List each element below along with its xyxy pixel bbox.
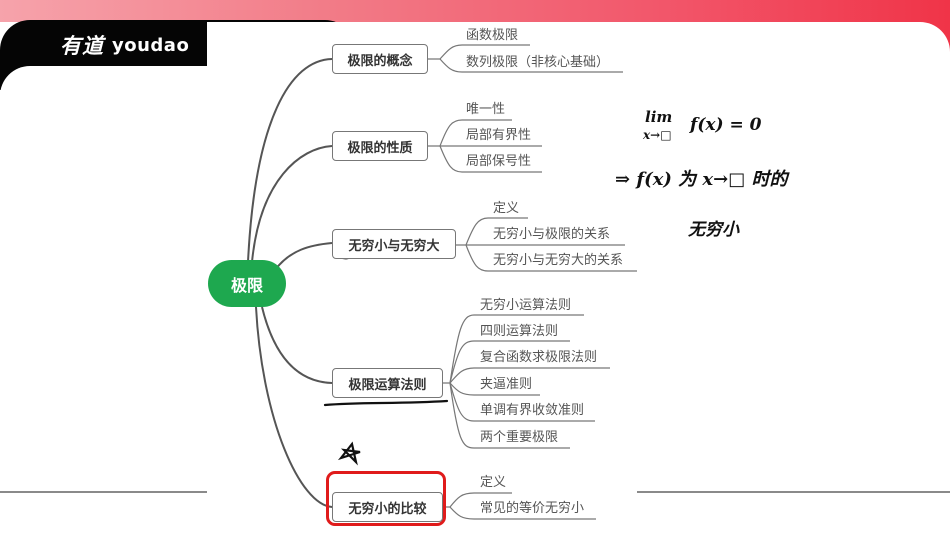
handwritten-lim: lim [645, 108, 673, 126]
leaf-item[interactable]: 局部保号性 [466, 154, 532, 169]
leaf-item[interactable]: 复合函数求极限法则 [480, 350, 598, 365]
leaf-item[interactable]: 无穷小运算法则 [480, 298, 572, 313]
handwritten-implication: ⇒ f(x) 为 x→□ 时的 [615, 169, 788, 190]
red-highlight-box [326, 471, 446, 526]
leaf-item[interactable]: 单调有界收敛准则 [480, 403, 585, 418]
leaf-item[interactable]: 两个重要极限 [480, 430, 559, 445]
leaf-item[interactable]: 无穷小与极限的关系 [493, 227, 611, 242]
handwritten-infinitesimal: 无穷小 [688, 220, 739, 240]
logo-tab-curve [0, 66, 210, 106]
handwritten-limit-expr: f(x) = 0 [690, 115, 762, 135]
leaf-item[interactable]: 定义 [493, 201, 520, 216]
youdao-logo: 有道 youdao [60, 30, 209, 60]
leaf-item[interactable]: 定义 [480, 475, 507, 490]
logo-chinese: 有道 [60, 34, 104, 58]
leaf-item[interactable]: 夹逼准则 [480, 377, 533, 392]
logo-english: youdao [112, 34, 190, 56]
divider-left [0, 491, 207, 493]
branch-node-infinitesimal-comparison[interactable]: 无穷小的比较 [332, 492, 443, 522]
leaf-item[interactable]: 局部有界性 [466, 128, 532, 143]
leaf-item[interactable]: 唯一性 [466, 102, 506, 117]
leaf-item[interactable]: 数列极限（非核心基础） [466, 55, 610, 70]
branch-node-properties[interactable]: 极限的性质 [332, 131, 428, 161]
leaf-item[interactable]: 常见的等价无穷小 [480, 501, 585, 516]
branch-label: 极限的概念 [347, 53, 413, 69]
branch-node-concept[interactable]: 极限的概念 [332, 44, 428, 74]
handwritten-lim-subscript: x→□ [643, 128, 672, 142]
branch-node-infinitesimal-infinity[interactable]: 无穷小与无穷大 [332, 229, 456, 259]
leaf-item[interactable]: 四则运算法则 [480, 324, 559, 339]
root-label: 极限 [230, 275, 263, 295]
branch-label: 无穷小与无穷大 [348, 238, 440, 254]
branch-label: 极限运算法则 [348, 377, 427, 393]
branch-node-operation-rules[interactable]: 极限运算法则 [332, 368, 443, 398]
leaf-item[interactable]: 函数极限 [466, 28, 519, 43]
root-node[interactable]: 极限 [208, 260, 286, 307]
leaf-item[interactable]: 无穷小与无穷大的关系 [493, 253, 624, 268]
divider-right [637, 491, 950, 493]
branch-label: 极限的性质 [347, 140, 413, 156]
branch-label: 无穷小的比较 [348, 501, 427, 517]
